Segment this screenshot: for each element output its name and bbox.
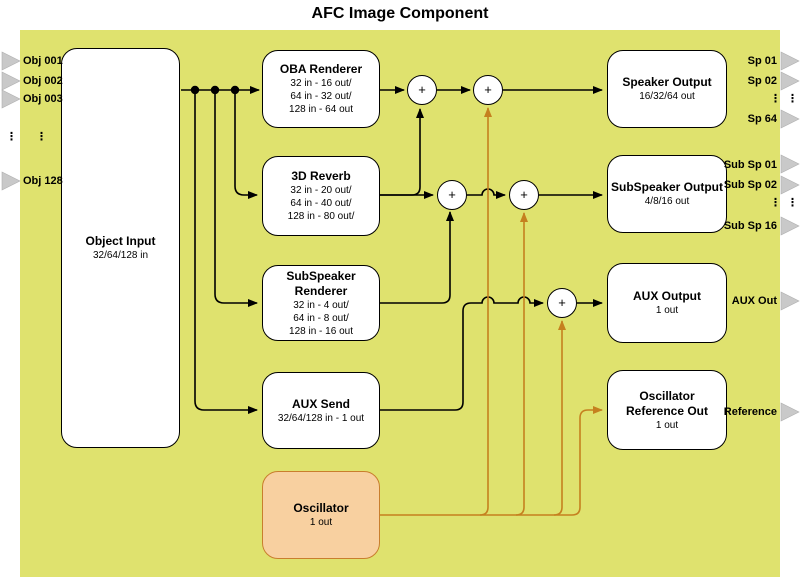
node-title: Oscillator <box>293 501 349 515</box>
node-oscillator-reference-out: Oscillator Reference Out 1 out <box>607 370 727 450</box>
port-label-reference: Reference <box>723 406 777 418</box>
node-subtitle: 1 out <box>655 305 679 316</box>
node-subtitle: 32 in - 4 out/ <box>293 299 349 311</box>
wire-object-input-to-subspeaker-renderer <box>214 90 258 307</box>
node-subspeaker-output: SubSpeaker Output 4/8/16 out <box>607 155 727 233</box>
ellipsis-subspeaker-outer: ⋮ <box>787 196 798 209</box>
node-3d-reverb: 3D Reverb 32 in - 20 out/ 64 in - 40 out… <box>262 156 380 236</box>
node-subtitle: 128 in - 16 out <box>289 325 353 337</box>
node-title: Object Input <box>85 234 156 248</box>
node-subtitle: 128 in - 80 out/ <box>287 211 355 222</box>
port-label-obj-128: Obj 128 <box>23 175 63 187</box>
node-title: AUX Send <box>291 396 350 411</box>
input-port-triangle-obj-001 <box>1 51 21 71</box>
input-port-triangle-obj-003 <box>1 89 21 109</box>
node-title: SubSpeaker Renderer <box>286 268 356 298</box>
wire-oscillator-to-reference-out <box>380 406 603 516</box>
port-label-aux-out: AUX Out <box>731 295 777 307</box>
sum-node-speaker-2: + <box>473 75 503 105</box>
node-title: OBA Renderer <box>279 62 363 76</box>
output-port-triangle-reference <box>780 402 800 422</box>
sum-node-subspeaker-1: + <box>437 180 467 210</box>
node-subtitle: 64 in - 40 out/ <box>290 198 352 209</box>
input-port-triangle-obj-002 <box>1 71 21 91</box>
node-subtitle: 64 in - 8 out/ <box>293 312 349 324</box>
output-port-triangle-sub-sp-01 <box>780 154 800 174</box>
node-subtitle: 1 out <box>655 419 679 431</box>
node-subtitle: 1 out <box>309 517 333 528</box>
node-subtitle: 32/64/128 in <box>92 250 149 261</box>
wire-subspeaker-renderer-to-sum-c <box>380 211 454 304</box>
wire-3d-reverb-to-sum-a <box>380 108 424 196</box>
node-aux-send: AUX Send 32/64/128 in - 1 out <box>262 372 380 449</box>
node-subtitle: 4/8/16 out <box>644 196 690 207</box>
node-subtitle: 32 in - 16 out/ <box>290 78 352 89</box>
output-port-triangle-sub-sp-02 <box>780 175 800 195</box>
port-label-sub-sp-02: Sub Sp 02 <box>723 179 777 191</box>
wire-oscillator-to-sum-e <box>553 320 566 516</box>
output-port-triangle-sp-02 <box>780 71 800 91</box>
wire-object-input-to-aux-send <box>194 90 258 414</box>
node-speaker-output: Speaker Output 16/32/64 out <box>607 50 727 128</box>
wire-aux-send-to-sum-e <box>380 296 544 411</box>
ellipsis-left-inner: ⋮ <box>36 130 47 143</box>
node-aux-output: AUX Output 1 out <box>607 263 727 343</box>
node-object-input: Object Input 32/64/128 in <box>61 48 180 448</box>
ellipsis-speaker-inner: ⋮ <box>770 92 781 105</box>
ellipsis-subspeaker-inner: ⋮ <box>770 196 781 209</box>
node-oba-renderer: OBA Renderer 32 in - 16 out/ 64 in - 32 … <box>262 50 380 128</box>
node-subtitle: 32/64/128 in - 1 out <box>277 412 365 424</box>
ellipsis-speaker-outer: ⋮ <box>787 92 798 105</box>
node-subtitle: 32 in - 20 out/ <box>290 185 352 196</box>
wire-sum-c-to-sum-d <box>467 188 506 199</box>
node-title: Speaker Output <box>622 75 712 89</box>
output-port-triangle-sp-01 <box>780 51 800 71</box>
ellipsis-left-outer: ⋮ <box>6 130 17 143</box>
node-title: 3D Reverb <box>291 169 351 183</box>
wire-oscillator-to-sum-b <box>479 107 492 516</box>
port-label-obj-003: Obj 003 <box>23 93 63 105</box>
port-label-sub-sp-16: Sub Sp 16 <box>723 220 777 232</box>
port-label-sp-01: Sp 01 <box>747 55 777 67</box>
port-label-sub-sp-01: Sub Sp 01 <box>723 159 777 171</box>
port-label-obj-002: Obj 002 <box>23 75 63 87</box>
output-port-triangle-sp-64 <box>780 109 800 129</box>
node-subtitle: 16/32/64 out <box>639 91 695 102</box>
wire-oscillator-to-sum-d <box>515 212 528 516</box>
node-title: AUX Output <box>633 289 701 303</box>
sum-node-subspeaker-2: + <box>509 180 539 210</box>
sum-node-aux: + <box>547 288 577 318</box>
wire-object-input-to-3d-reverb <box>234 90 258 199</box>
page-title: AFC Image Component <box>311 5 489 22</box>
port-label-sp-02: Sp 02 <box>747 75 777 87</box>
output-port-triangle-aux-out <box>780 291 800 311</box>
input-port-triangle-obj-128 <box>1 171 21 191</box>
port-label-sp-64: Sp 64 <box>747 113 777 125</box>
node-subspeaker-renderer: SubSpeaker Renderer 32 in - 4 out/ 64 in… <box>262 265 380 341</box>
node-oscillator: Oscillator 1 out <box>262 471 380 559</box>
node-subtitle: 128 in - 64 out <box>289 104 353 115</box>
node-subtitle: 64 in - 32 out/ <box>290 91 352 102</box>
node-title: SubSpeaker Output <box>610 180 723 194</box>
port-label-obj-001: Obj 001 <box>23 55 63 67</box>
sum-node-speaker-1: + <box>407 75 437 105</box>
output-port-triangle-sub-sp-16 <box>780 216 800 236</box>
node-title: Oscillator Reference Out <box>625 388 709 418</box>
